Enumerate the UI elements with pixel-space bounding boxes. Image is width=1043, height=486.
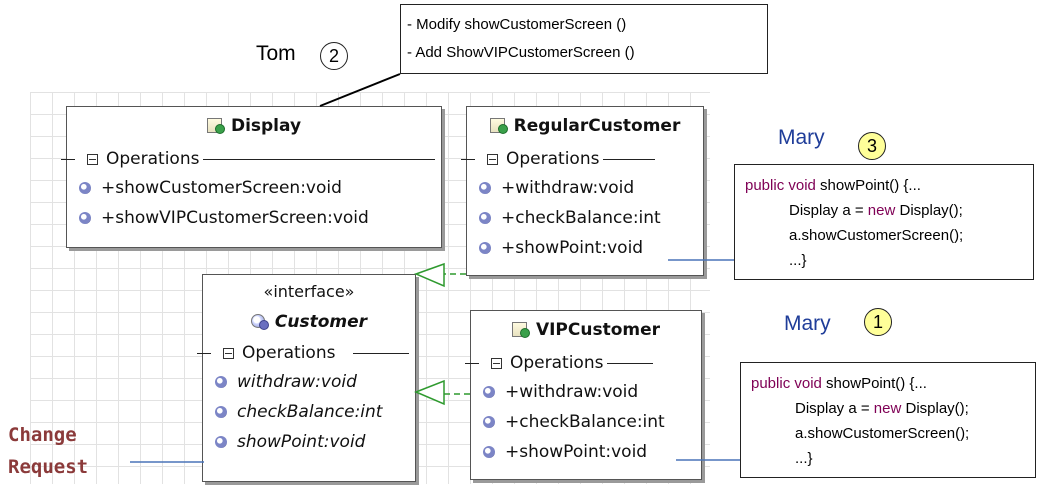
class-display-title: Display xyxy=(67,107,441,145)
note-line: - Modify showCustomerScreen () xyxy=(407,16,627,33)
label-mary-1: Mary xyxy=(784,312,831,335)
code-keyword: new xyxy=(867,202,896,219)
operation-icon xyxy=(483,446,495,458)
class-icon xyxy=(489,118,508,134)
operation-icon xyxy=(479,242,491,254)
note-line: - Add ShowVIPCustomerScreen () xyxy=(407,44,635,61)
note-connector-tom xyxy=(319,73,401,107)
collapse-icon[interactable] xyxy=(487,153,498,165)
operation-item[interactable]: withdraw:void xyxy=(203,367,415,397)
operations-section[interactable]: Operations xyxy=(61,145,441,173)
operations-label: Operations xyxy=(506,149,600,169)
badge-mary-3: 3 xyxy=(858,132,886,160)
class-vip-customer-name: VIPCustomer xyxy=(535,320,661,340)
collapse-icon[interactable] xyxy=(87,153,98,165)
operations-section[interactable]: Operations xyxy=(197,339,415,367)
operations-label: Operations xyxy=(106,149,200,169)
operations-section[interactable]: Operations xyxy=(465,349,701,377)
note-tom: - Modify showCustomerScreen () - Add Sho… xyxy=(400,4,768,74)
operation-item[interactable]: +showPoint:void xyxy=(471,437,701,467)
operation-item[interactable]: +withdraw:void xyxy=(471,377,701,407)
operations-label: Operations xyxy=(242,343,336,363)
collapse-icon[interactable] xyxy=(491,357,502,369)
operation-icon xyxy=(483,386,495,398)
class-display-name: Display xyxy=(230,116,302,136)
note-code-mary-1: public void showPoint() {... Display a =… xyxy=(740,362,1036,478)
operation-item[interactable]: +checkBalance:int xyxy=(467,203,703,233)
operation-icon xyxy=(483,416,495,428)
class-regular-customer[interactable]: RegularCustomer Operations +withdraw:voi… xyxy=(461,106,704,276)
class-vip-customer-title: VIPCustomer xyxy=(471,311,701,349)
interface-customer[interactable]: «interface» Customer Operations withdraw… xyxy=(197,274,416,482)
class-regular-customer-title: RegularCustomer xyxy=(467,107,703,145)
operation-icon xyxy=(479,182,491,194)
operation-item[interactable]: showPoint:void xyxy=(203,427,415,457)
class-display[interactable]: Display Operations +showCustomerScreen:v… xyxy=(61,106,442,248)
code-keyword: public void xyxy=(751,375,822,392)
collapse-icon[interactable] xyxy=(223,347,234,359)
code-keyword: public void xyxy=(745,177,816,194)
badge-tom-2: 2 xyxy=(320,42,348,70)
operation-item[interactable]: +checkBalance:int xyxy=(471,407,701,437)
class-icon xyxy=(511,322,530,338)
operation-icon xyxy=(215,406,227,418)
operation-item[interactable]: +withdraw:void xyxy=(467,173,703,203)
operation-icon xyxy=(79,182,91,194)
operation-icon xyxy=(79,212,91,224)
operations-section[interactable]: Operations xyxy=(461,145,703,173)
operation-item[interactable]: +showCustomerScreen:void xyxy=(67,173,441,203)
realization-arrow-vip xyxy=(414,379,445,406)
stereotype-label: «interface» xyxy=(263,282,355,301)
class-icon xyxy=(206,118,225,134)
code-keyword: new xyxy=(873,400,902,417)
badge-mary-1: 1 xyxy=(864,308,892,336)
label-mary-3: Mary xyxy=(778,126,825,149)
operations-label: Operations xyxy=(510,353,604,373)
note-code-mary-3: public void showPoint() {... Display a =… xyxy=(734,164,1034,280)
interface-icon xyxy=(250,314,269,330)
operation-item[interactable]: checkBalance:int xyxy=(203,397,415,427)
change-request-line2: Request xyxy=(8,456,89,478)
operation-item[interactable]: +showPoint:void xyxy=(467,233,703,263)
class-vip-customer[interactable]: VIPCustomer Operations +withdraw:void +c… xyxy=(465,310,702,480)
operation-item[interactable]: +showVIPCustomerScreen:void xyxy=(67,203,441,233)
operation-icon xyxy=(215,436,227,448)
operation-icon xyxy=(479,212,491,224)
interface-customer-title: Customer xyxy=(203,305,415,339)
operation-icon xyxy=(215,376,227,388)
interface-customer-name: Customer xyxy=(274,312,368,332)
label-tom: Tom xyxy=(256,42,296,65)
change-request-line1: Change xyxy=(8,424,77,446)
realization-arrow-regular xyxy=(413,262,445,288)
class-regular-customer-name: RegularCustomer xyxy=(513,116,681,136)
